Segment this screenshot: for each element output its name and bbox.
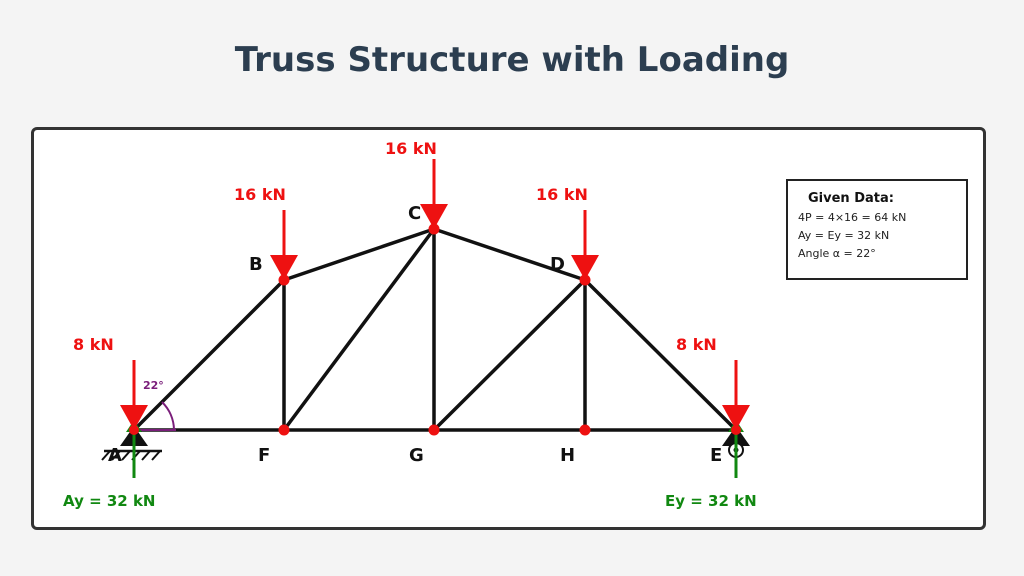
joint-G <box>428 424 440 436</box>
joint-E <box>731 425 741 435</box>
given-line-total-load: 4P = 4×16 = 64 kN <box>798 211 907 224</box>
angle-label: 22° <box>143 379 164 392</box>
angle-arc <box>161 401 175 431</box>
reaction-label-A: Ay = 32 kN <box>63 492 156 510</box>
given-line-reactions: Ay = Ey = 32 kN <box>798 229 890 242</box>
node-label-D: D <box>550 254 565 275</box>
reaction-label-E: Ey = 32 kN <box>665 492 757 510</box>
load-label-A: 8 kN <box>73 335 114 354</box>
node-label-F: F <box>258 445 270 466</box>
given-line-angle: Angle α = 22° <box>798 247 876 260</box>
load-label-E: 8 kN <box>676 335 717 354</box>
load-arrow-B <box>270 210 298 280</box>
node-label-G: G <box>409 445 424 466</box>
joint-H <box>579 424 591 436</box>
joints <box>129 223 741 436</box>
member-FC <box>282 227 436 432</box>
member-BC <box>282 227 436 282</box>
member-DE <box>583 278 738 432</box>
load-label-B: 16 kN <box>234 185 286 204</box>
load-arrow-C <box>420 159 448 229</box>
load-label-D: 16 kN <box>536 185 588 204</box>
joint-D <box>579 274 591 286</box>
load-arrows <box>120 159 750 430</box>
node-label-C: C <box>408 203 421 224</box>
node-label-B: B <box>249 254 263 275</box>
joint-A <box>129 425 139 435</box>
load-arrow-A <box>120 360 148 430</box>
load-arrow-E <box>722 360 750 430</box>
member-AB <box>132 278 286 432</box>
given-data-box: Given Data: 4P = 4×16 = 64 kN Ay = Ey = … <box>786 179 968 280</box>
joint-F <box>278 424 290 436</box>
member-CD <box>432 227 587 282</box>
node-label-A: A <box>108 445 122 466</box>
load-label-C: 16 kN <box>385 139 437 158</box>
page-title: Truss Structure with Loading <box>234 40 790 80</box>
load-arrow-D <box>571 210 599 280</box>
joint-C <box>428 223 440 235</box>
node-label-H: H <box>560 445 575 466</box>
truss-members <box>132 227 738 432</box>
node-label-E: E <box>710 445 722 466</box>
joint-B <box>278 274 290 286</box>
given-data-title: Given Data: <box>808 191 894 206</box>
member-GD <box>432 278 587 432</box>
